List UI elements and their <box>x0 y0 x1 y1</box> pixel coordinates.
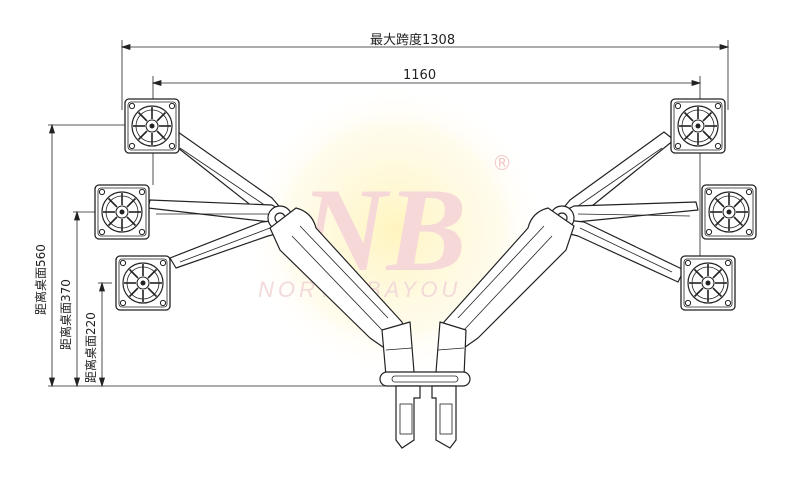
desk-mount-base <box>379 371 471 449</box>
vesa-plate-right-top <box>670 98 726 154</box>
base-plate <box>379 371 471 387</box>
max-span-label: 最大跨度1308 <box>370 32 455 48</box>
vesa-plate-left-low <box>115 255 171 311</box>
vertical-dimensions <box>48 123 400 388</box>
dimension-max-span <box>120 40 730 110</box>
height-mid-label: 距离桌面370 <box>58 279 73 350</box>
height-low-label: 距离桌面220 <box>83 312 98 383</box>
left-forearm-top-inner <box>179 147 267 207</box>
left-forearm-low-inner <box>179 227 271 263</box>
vesa-plate-left-mid <box>94 184 150 240</box>
left-arm <box>147 131 415 377</box>
height-high-label: 距离桌面560 <box>33 244 48 315</box>
watermark-reg-mark: ® <box>492 151 512 175</box>
vesa-plate-right-mid <box>701 184 757 240</box>
vesa-plate-left-top <box>124 98 180 154</box>
right-clamp <box>431 385 457 449</box>
right-forearm-low <box>561 219 685 283</box>
left-clamp <box>395 385 421 449</box>
vesa-plate-right-low <box>680 255 736 311</box>
span-label: 1160 <box>403 68 436 83</box>
